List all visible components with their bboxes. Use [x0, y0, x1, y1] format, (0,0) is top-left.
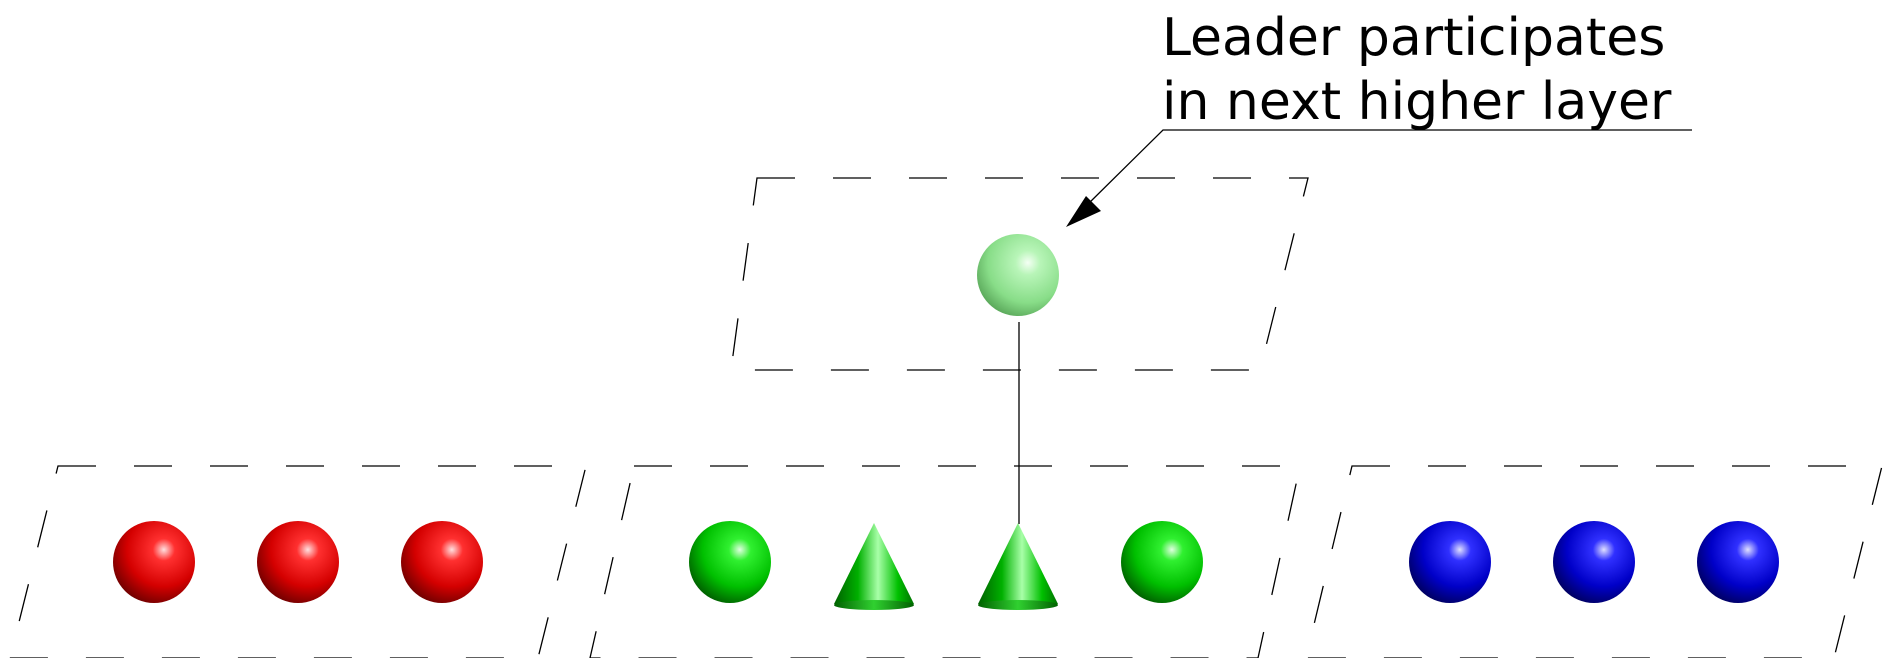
blue-layer-plane	[1305, 465, 1883, 658]
leader-sphere	[977, 234, 1059, 316]
blue-sphere	[1409, 521, 1491, 603]
red-sphere	[257, 521, 339, 603]
annotation-arrowhead	[1066, 196, 1101, 227]
blue-sphere	[1553, 521, 1635, 603]
green-sphere	[1121, 521, 1203, 603]
annotation-leader-line	[1084, 129, 1692, 208]
green-sphere	[689, 521, 771, 603]
annotation-line-2: in next higher layer	[1162, 72, 1672, 132]
red-sphere	[113, 521, 195, 603]
red-sphere	[401, 521, 483, 603]
green-leader-cone	[978, 523, 1058, 610]
annotation-line-1: Leader participates	[1162, 8, 1665, 68]
green-layer-plane	[589, 465, 1301, 658]
green-cone	[834, 523, 914, 610]
blue-sphere	[1697, 521, 1779, 603]
red-layer-plane	[9, 465, 587, 658]
